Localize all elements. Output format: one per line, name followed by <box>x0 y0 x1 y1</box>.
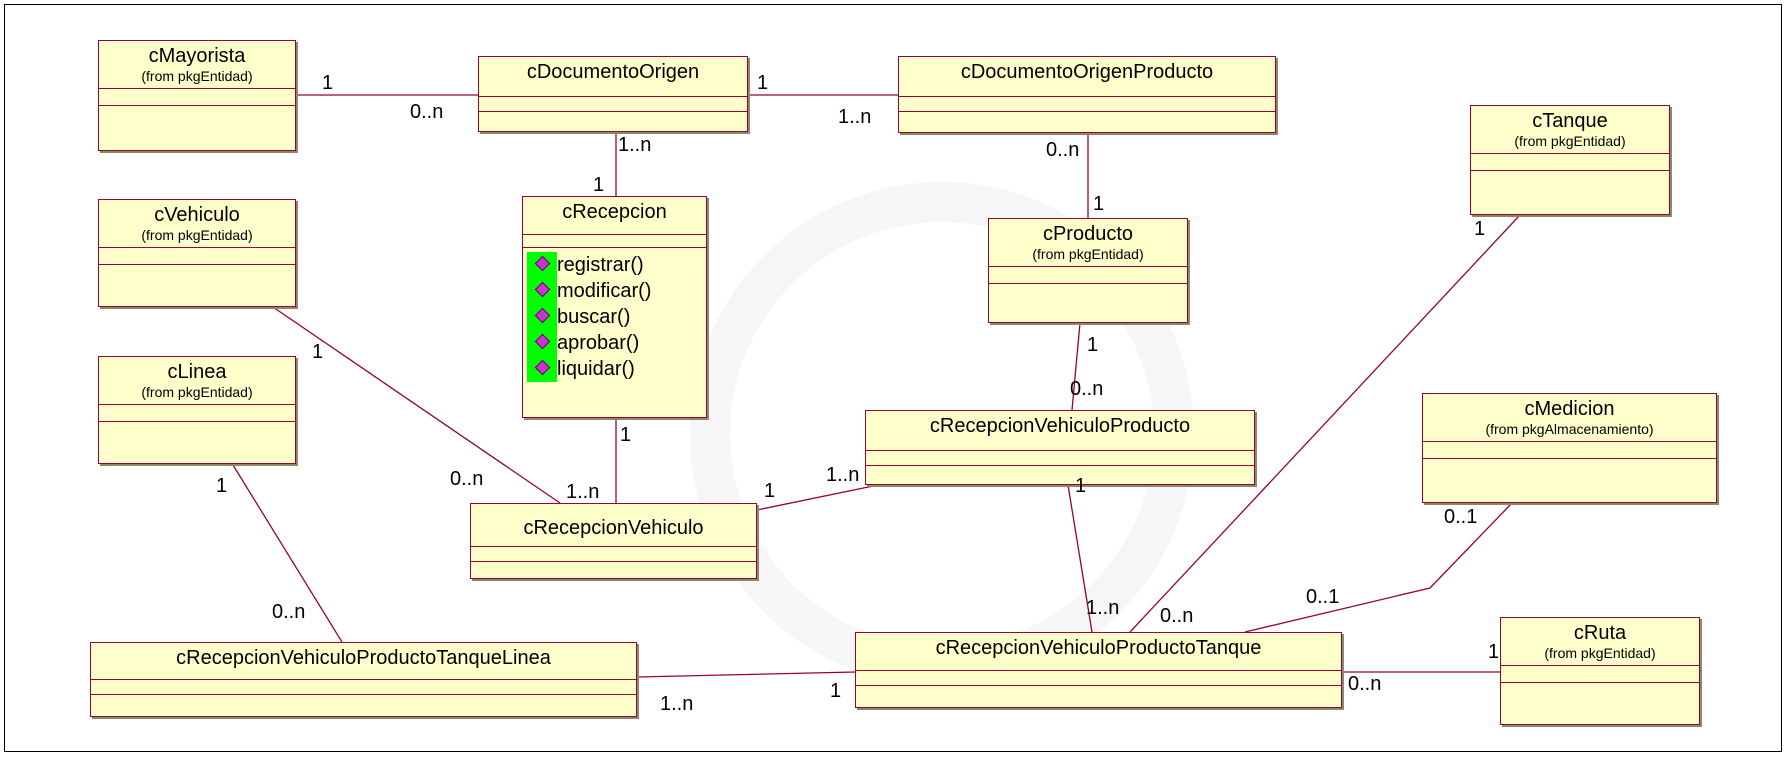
operation-buscar[interactable]: buscar() <box>527 304 702 330</box>
multiplicity-label: 0..n <box>1160 605 1194 627</box>
class-cdocumentoorigen[interactable]: cDocumentoOrigen <box>478 56 748 132</box>
assoc-rvehiculo-rvproducto <box>756 484 879 511</box>
class-name: cLinea <box>167 361 227 383</box>
operations-compartment: registrar() modificar() buscar() aprobar… <box>523 247 706 386</box>
multiplicity-label: 1 <box>764 480 776 502</box>
class-name: cDocumentoOrigenProducto <box>960 61 1214 83</box>
multiplicity-label: 0..n <box>1046 139 1080 161</box>
class-name: cRuta <box>1573 622 1627 644</box>
multiplicity-label: 1 <box>593 174 605 196</box>
class-clinea[interactable]: cLinea (from pkgEntidad) <box>98 356 296 464</box>
multiplicity-label: 1..n <box>826 464 860 486</box>
multiplicity-label: 1..n <box>566 481 600 503</box>
class-crecepcionvehiculoproducto[interactable]: cRecepcionVehiculoProducto <box>865 410 1255 485</box>
multiplicity-label: 1 <box>1093 193 1105 215</box>
assoc-linea-rvptlinea <box>232 464 343 643</box>
class-name: cDocumentoOrigen <box>526 61 700 83</box>
class-package: (from pkgAlmacenamiento) <box>1485 421 1654 437</box>
class-name: cMedicion <box>1524 398 1615 420</box>
class-package: (from pkgEntidad) <box>141 227 253 243</box>
assoc-tanque-rvptanque <box>1129 214 1521 633</box>
assoc-rvptlinea-rvptanque <box>636 671 856 678</box>
class-package: (from pkgEntidad) <box>1544 645 1656 661</box>
class-name: cRecepcion <box>562 201 667 223</box>
operation-aprobar[interactable]: aprobar() <box>527 330 702 356</box>
multiplicity-label: 1..n <box>1086 597 1120 619</box>
diagram-frame <box>4 4 1782 752</box>
operation-liquidar[interactable]: liquidar() <box>527 356 702 382</box>
multiplicity-label: 1 <box>757 72 769 94</box>
assoc-producto-rvproducto <box>1071 322 1081 411</box>
multiplicity-label: 1 <box>312 341 324 363</box>
class-crecepcionvehiculoproductotanque[interactable]: cRecepcionVehiculoProductoTanque <box>855 632 1342 708</box>
class-name: cMayorista <box>148 45 246 67</box>
public-operation-icon <box>527 330 557 356</box>
class-crecepcionvehiculo[interactable]: cRecepcionVehiculo <box>470 503 757 579</box>
class-cdocumentoorigenproducto[interactable]: cDocumentoOrigenProducto <box>898 56 1276 133</box>
multiplicity-label: 1 <box>322 72 334 94</box>
class-package: (from pkgEntidad) <box>1514 133 1626 149</box>
class-name: cRecepcionVehiculoProductoTanque <box>935 637 1262 659</box>
assoc-rvproducto-rvptanque <box>1067 484 1093 633</box>
class-name: cRecepcionVehiculoProductoTanqueLinea <box>176 647 551 669</box>
multiplicity-label: 0..1 <box>1306 586 1340 608</box>
class-name: cRecepcionVehiculoProducto <box>929 415 1191 437</box>
assoc-medicion-rvptanque <box>1244 502 1513 633</box>
operation-registrar[interactable]: registrar() <box>527 252 702 278</box>
multiplicity-label: 1..n <box>838 106 872 128</box>
multiplicity-label: 1 <box>216 475 228 497</box>
class-cruta[interactable]: cRuta (from pkgEntidad) <box>1500 617 1700 725</box>
public-operation-icon <box>527 304 557 330</box>
class-name: cTanque <box>1532 110 1608 132</box>
assoc-vehiculo-rvehiculo <box>269 304 561 504</box>
multiplicity-label: 0..1 <box>1444 506 1478 528</box>
class-name: cProducto <box>1042 223 1134 245</box>
multiplicity-label: 1 <box>1488 641 1500 663</box>
class-package: (from pkgEntidad) <box>1032 246 1144 262</box>
multiplicity-label: 0..n <box>1070 378 1104 400</box>
multiplicity-label: 1 <box>1087 334 1099 356</box>
class-package: (from pkgEntidad) <box>141 68 253 84</box>
public-operation-icon <box>527 356 557 382</box>
multiplicity-label: 1 <box>620 424 632 446</box>
class-cmedicion[interactable]: cMedicion (from pkgAlmacenamiento) <box>1422 393 1717 503</box>
multiplicity-label: 0..n <box>272 601 306 623</box>
class-name: cRecepcionVehiculo <box>523 517 704 539</box>
multiplicity-label: 0..n <box>1348 673 1382 695</box>
operation-modificar[interactable]: modificar() <box>527 278 702 304</box>
class-crecepcionvehiculoproductotanquelinea[interactable]: cRecepcionVehiculoProductoTanqueLinea <box>90 642 637 717</box>
multiplicity-label: 1..n <box>660 693 694 715</box>
multiplicity-label: 0..n <box>410 101 444 123</box>
public-operation-icon <box>527 278 557 304</box>
class-cmayorista[interactable]: cMayorista (from pkgEntidad) <box>98 40 296 151</box>
class-name: cVehiculo <box>154 204 240 226</box>
public-operation-icon <box>527 252 557 278</box>
class-ctanque[interactable]: cTanque (from pkgEntidad) <box>1470 105 1670 215</box>
multiplicity-label: 1 <box>1474 218 1486 240</box>
multiplicity-label: 1 <box>1075 475 1087 497</box>
class-cvehiculo[interactable]: cVehiculo (from pkgEntidad) <box>98 199 296 307</box>
multiplicity-label: 1 <box>830 680 842 702</box>
class-cproducto[interactable]: cProducto (from pkgEntidad) <box>988 218 1188 323</box>
class-crecepcion[interactable]: cRecepcion registrar() modificar() busca… <box>522 196 707 418</box>
multiplicity-label: 1..n <box>618 134 652 156</box>
multiplicity-label: 0..n <box>450 468 484 490</box>
class-package: (from pkgEntidad) <box>141 384 253 400</box>
